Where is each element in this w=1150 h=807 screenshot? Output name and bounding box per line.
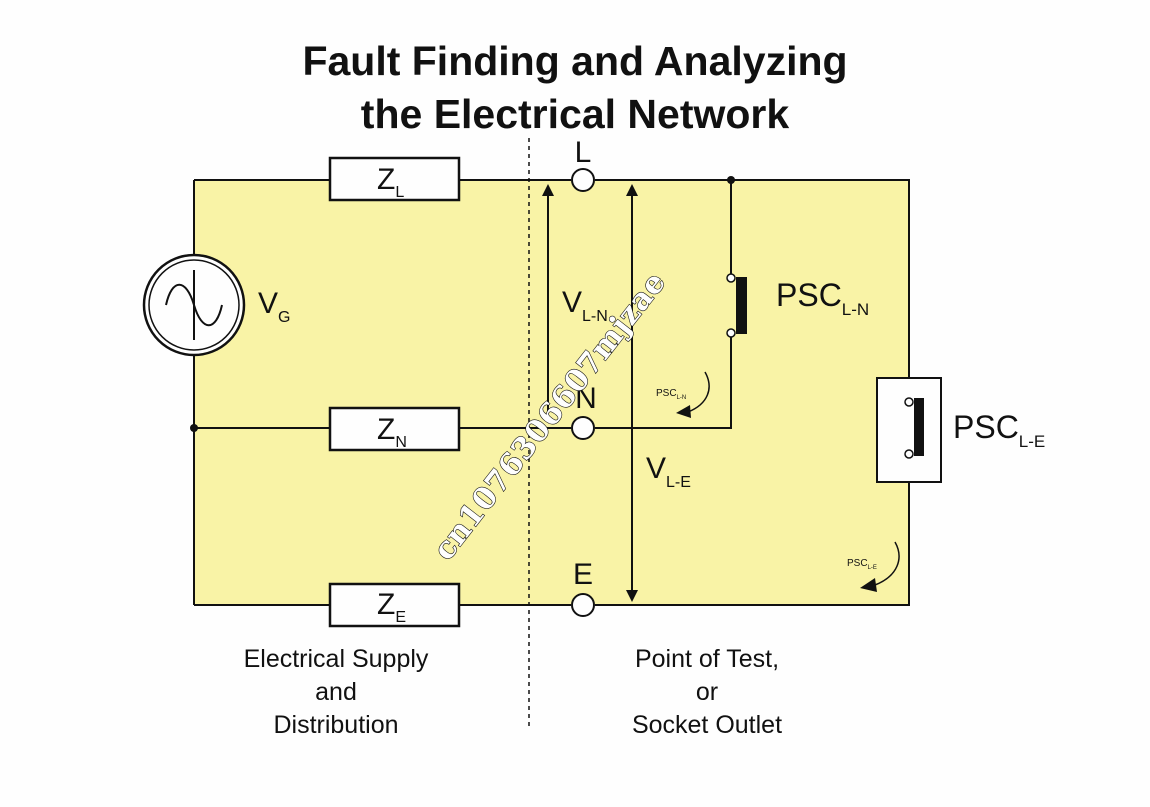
ac-source bbox=[142, 253, 246, 357]
impedance-zl: ZL bbox=[328, 156, 461, 202]
caption-test-point-line: Socket Outlet bbox=[631, 711, 783, 739]
junction-dot bbox=[727, 176, 735, 184]
psc-ln-label: PSCL-N bbox=[776, 277, 869, 319]
svg-text:PSCL-E: PSCL-E bbox=[847, 558, 877, 571]
caption-test-point: Point of Test, or Socket Outlet bbox=[557, 643, 857, 742]
psc-ln-load bbox=[726, 273, 747, 338]
svg-text:PSCL-N: PSCL-N bbox=[656, 388, 686, 401]
voltage-le-label: VL-E bbox=[646, 452, 691, 491]
caption-supply: Electrical Supply and Distribution bbox=[186, 643, 486, 742]
psc-le-label: PSCL-E bbox=[953, 409, 1045, 451]
page-title: Fault Finding and Analyzing bbox=[302, 38, 848, 84]
voltage-ln-label: VL-N bbox=[562, 286, 608, 325]
caption-test-point-line: or bbox=[695, 678, 719, 706]
caption-test-point-line: Point of Test, bbox=[634, 645, 780, 673]
impedance-ze-label: ZE bbox=[377, 588, 406, 626]
loop-arrow-ln: PSCL-N bbox=[656, 371, 710, 418]
curved-arrow-icon bbox=[687, 371, 710, 413]
neutral-conductor bbox=[194, 334, 732, 429]
psc-le-load bbox=[876, 377, 942, 483]
terminal-e-label: E bbox=[573, 558, 593, 591]
terminal-e bbox=[571, 593, 595, 617]
terminal-n bbox=[571, 416, 595, 440]
terminal-l bbox=[571, 168, 595, 192]
junction-dot bbox=[190, 424, 198, 432]
line-conductor bbox=[194, 179, 910, 378]
caption-supply-line: Electrical Supply bbox=[243, 645, 429, 673]
caption-supply-line: Distribution bbox=[273, 711, 399, 739]
terminal-n-label: N bbox=[575, 382, 597, 415]
source-label: VG bbox=[258, 287, 290, 326]
impedance-zl-label: ZL bbox=[377, 163, 404, 201]
caption-supply-line: and bbox=[315, 678, 357, 706]
circuit-panel bbox=[194, 180, 909, 605]
impedance-ze: ZE bbox=[328, 582, 461, 628]
curved-arrow-icon bbox=[874, 541, 900, 586]
impedance-zn: ZN bbox=[328, 406, 461, 452]
impedance-zn-label: ZN bbox=[377, 413, 407, 451]
terminal-l-label: L bbox=[575, 136, 592, 169]
page-subtitle: the Electrical Network bbox=[360, 91, 790, 137]
sine-wave-icon bbox=[165, 270, 223, 340]
loop-arrow-le: PSCL-E bbox=[847, 541, 900, 592]
earth-conductor bbox=[194, 482, 910, 606]
